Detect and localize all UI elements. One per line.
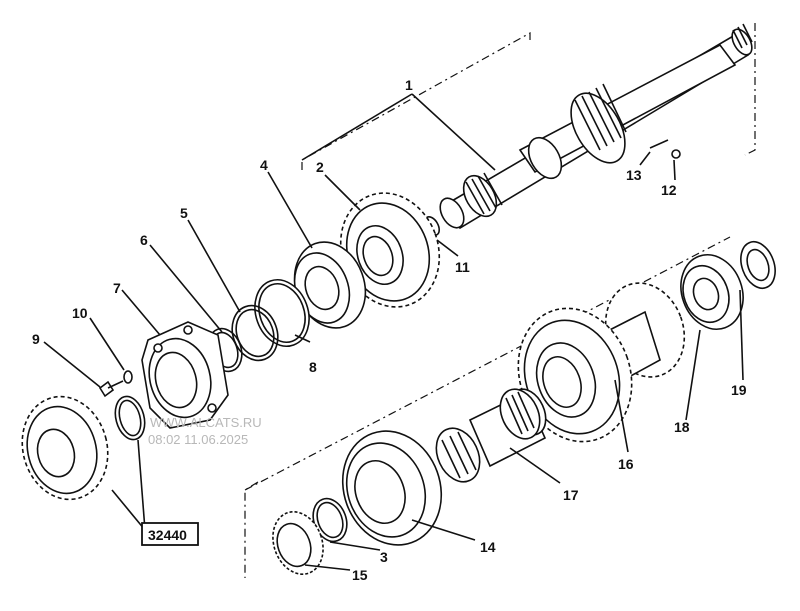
kit-ring-inner <box>118 399 142 437</box>
washer-10 <box>123 370 133 384</box>
callout-9: 9 <box>32 331 40 347</box>
shaft-gear-teeth <box>574 83 627 151</box>
callout-11: 11 <box>455 259 470 275</box>
gear-cluster-16 <box>517 282 686 443</box>
callout-10: 10 <box>72 305 88 321</box>
callout-4: 4 <box>260 157 268 173</box>
callout-6: 6 <box>140 232 148 248</box>
bearing-4 <box>293 241 367 329</box>
leader-lines <box>43 93 744 571</box>
callout-18: 18 <box>674 419 690 435</box>
watermark-site: WWW.ALCATS.RU <box>150 415 262 430</box>
callout-19: 19 <box>731 382 747 398</box>
watermark-timestamp: 08:02 11.06.2025 <box>148 432 248 447</box>
callout-8: 8 <box>309 359 317 375</box>
callout-17: 17 <box>563 487 579 503</box>
pin-13 <box>649 139 669 149</box>
circlip-8 <box>254 279 310 347</box>
flange-cover-7 <box>141 321 229 429</box>
shaft-thread <box>732 23 753 49</box>
bearing-cage-19 <box>740 240 776 290</box>
bearing-18 <box>680 254 744 330</box>
callout-3: 3 <box>380 549 388 565</box>
callout-12: 12 <box>661 182 677 198</box>
callout-labels: 1 2 3 4 5 6 7 8 9 10 11 12 13 14 15 16 1… <box>32 77 747 583</box>
needle-bearing-17b <box>435 427 481 483</box>
watermark: WWW.ALCATS.RU 08:02 11.06.2025 <box>148 415 262 447</box>
gear-2 <box>339 192 441 308</box>
shaft-splines <box>465 172 503 215</box>
upper-assembly-frame <box>301 23 756 170</box>
splined-ring-15 <box>272 511 324 575</box>
synchro-hub-14 <box>341 430 443 546</box>
callout-5: 5 <box>180 205 188 221</box>
callout-13: 13 <box>626 167 642 183</box>
callout-7: 7 <box>113 280 121 296</box>
kit-reference-number: 32440 <box>148 527 187 543</box>
sleeve-17 <box>435 388 547 483</box>
callout-1: 1 <box>405 77 413 93</box>
kit-ring <box>114 395 146 441</box>
callout-15: 15 <box>352 567 368 583</box>
circlip-8-inner <box>258 283 306 343</box>
bolt-9 <box>98 380 124 398</box>
callout-14: 14 <box>480 539 496 555</box>
circlip-3-inner <box>316 501 344 539</box>
ball-12 <box>671 149 681 159</box>
needle-bearing-17a <box>499 388 541 440</box>
callout-2: 2 <box>316 159 324 175</box>
callout-16: 16 <box>618 456 634 472</box>
kit-gear <box>21 395 109 501</box>
main-shaft <box>439 23 753 230</box>
kit-reference-box: 32440 <box>141 522 199 546</box>
